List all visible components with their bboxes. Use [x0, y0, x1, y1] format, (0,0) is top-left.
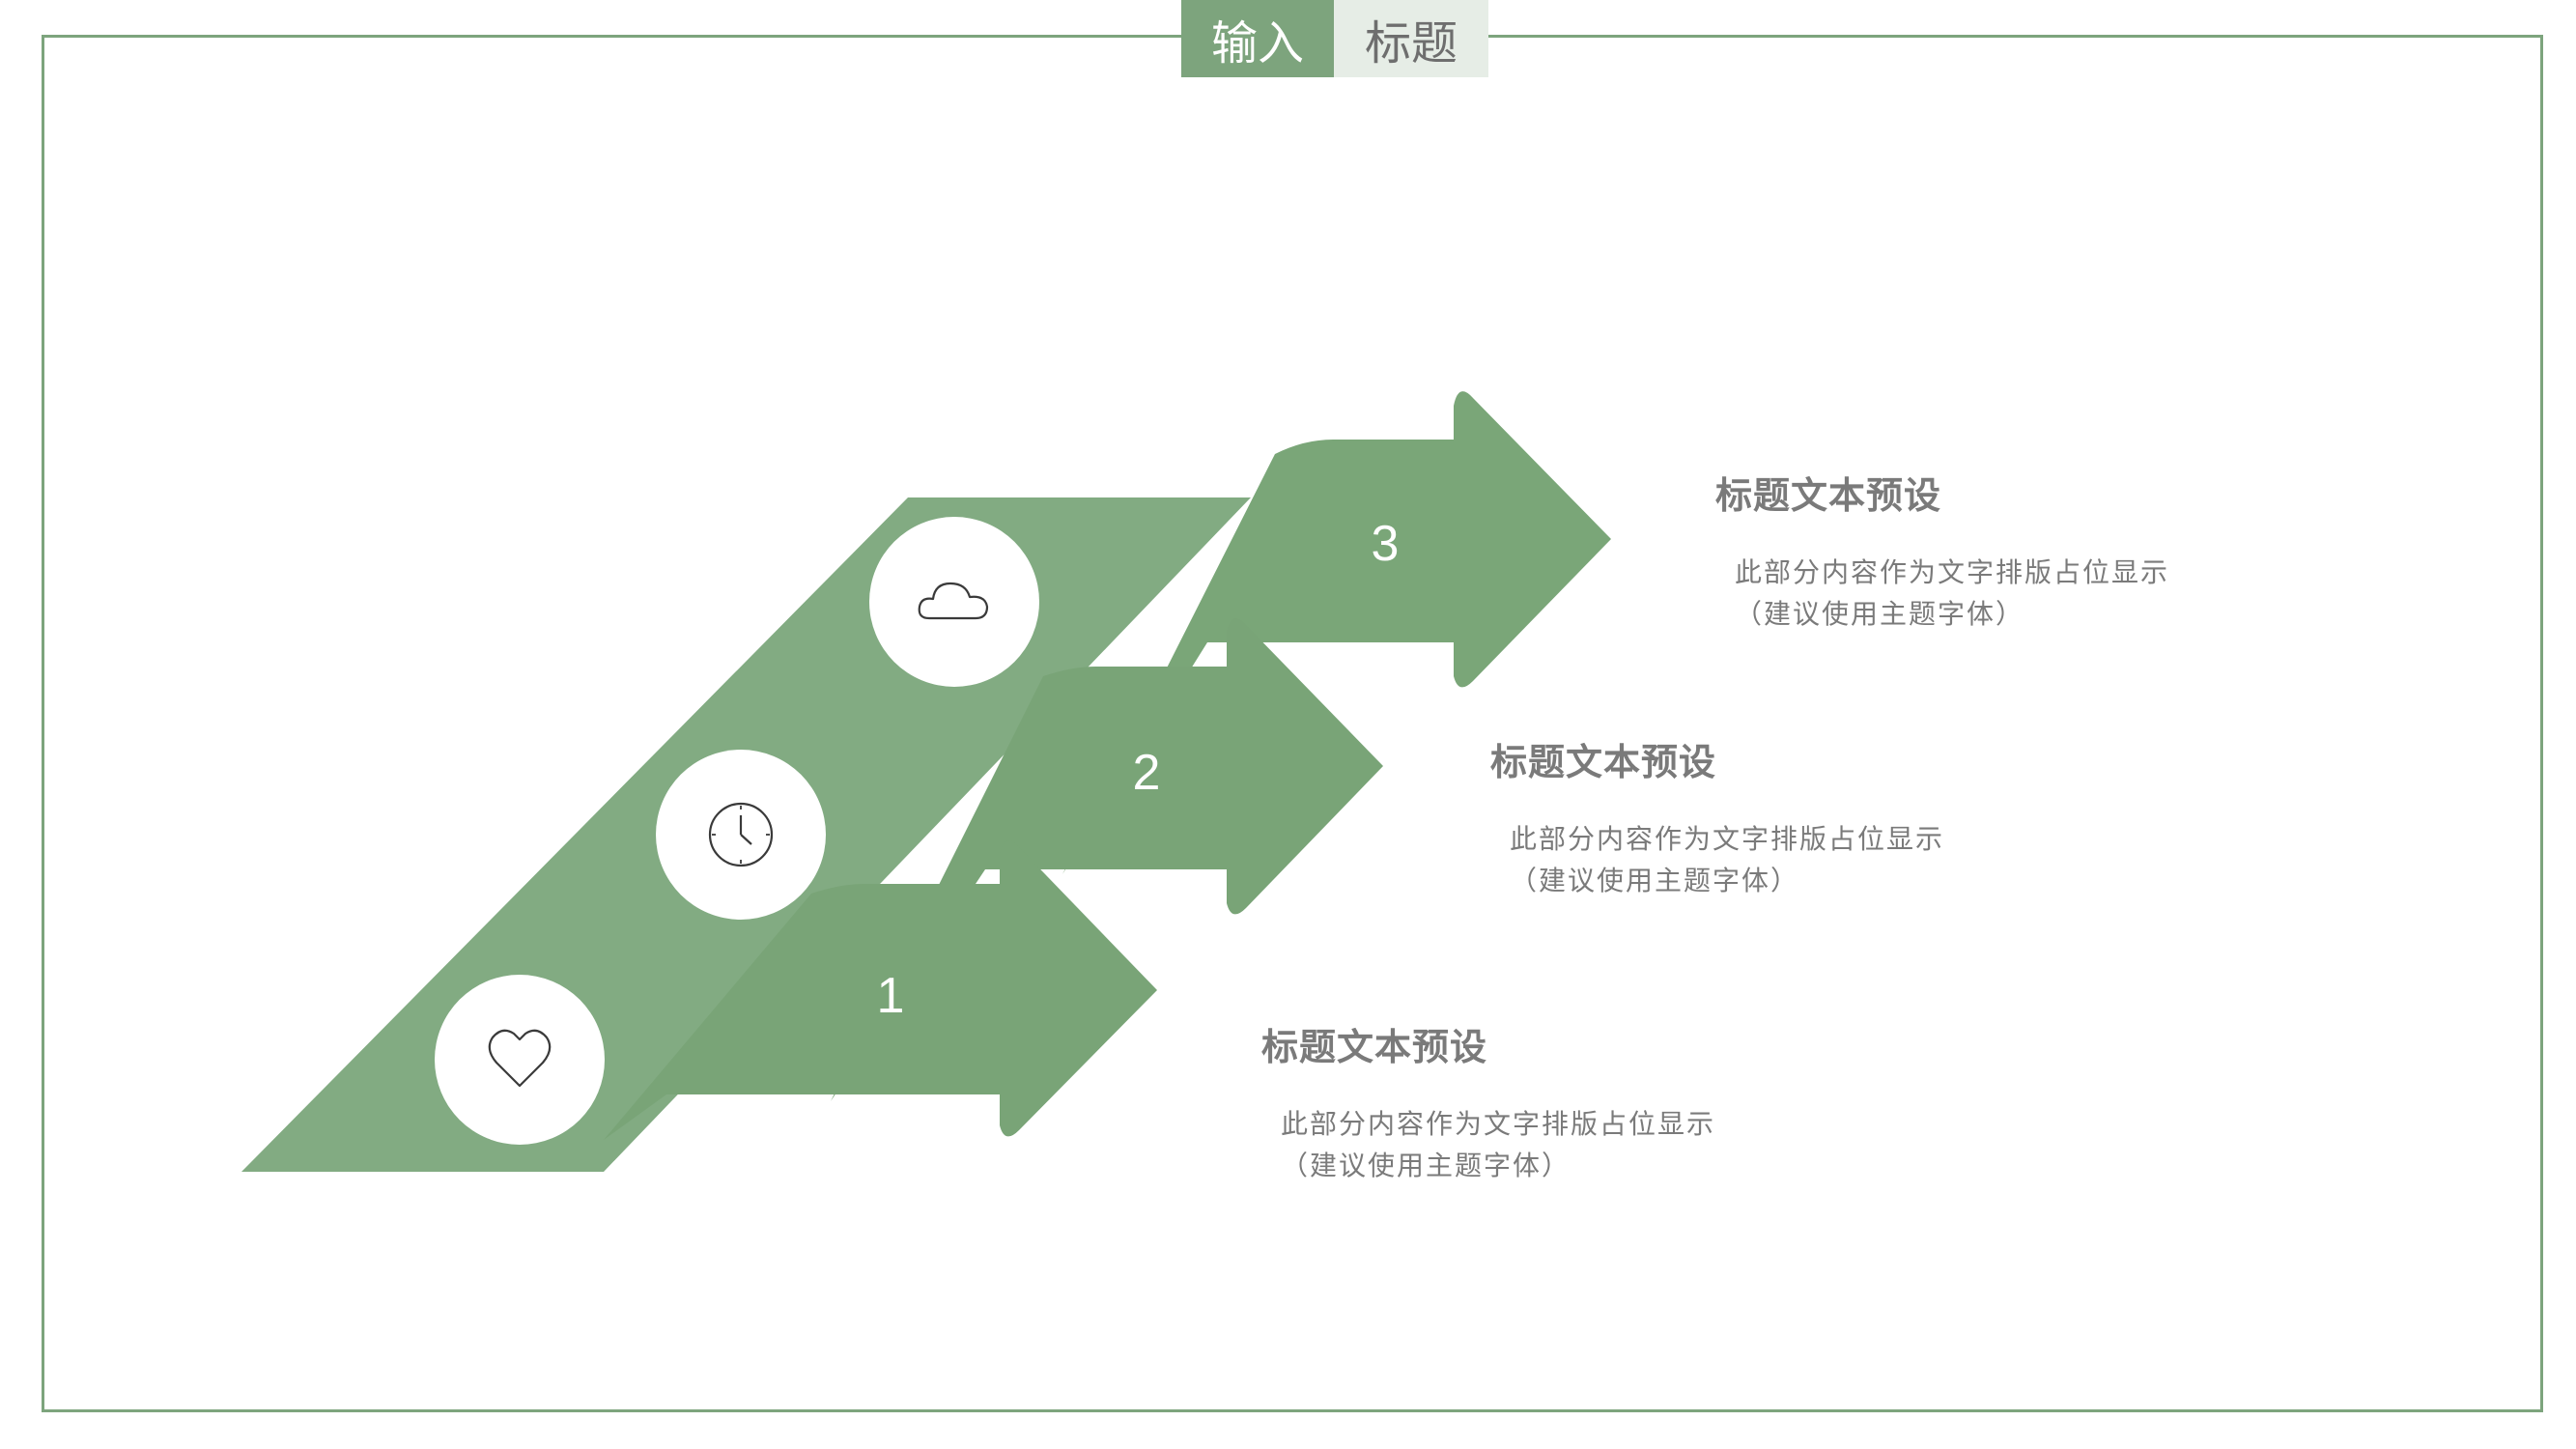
- step-2-text: 标题文本预设 此部分内容作为文字排版占位显示 （建议使用主题字体）: [1490, 732, 1944, 901]
- step-number-3: 3: [1372, 516, 1400, 572]
- step-2-body-line2: （建议使用主题字体）: [1510, 865, 1800, 896]
- icon-circle-cloud: [869, 517, 1039, 687]
- step-1-heading: 标题文本预设: [1261, 1026, 1488, 1068]
- step-1-text: 标题文本预设 此部分内容作为文字排版占位显示 （建议使用主题字体）: [1261, 1017, 1715, 1186]
- step-3-body-line1: 此部分内容作为文字排版占位显示: [1735, 556, 2170, 588]
- cloud-icon: [918, 582, 989, 620]
- step-3-heading: 标题文本预设: [1715, 474, 1942, 517]
- step-number-2: 2: [1133, 745, 1161, 801]
- step-1-body-line1: 此部分内容作为文字排版占位显示: [1281, 1108, 1716, 1140]
- arrow-3: [1062, 391, 1611, 874]
- step-3-text: 标题文本预设 此部分内容作为文字排版占位显示 （建议使用主题字体）: [1715, 466, 2169, 635]
- slide-title-part1: 输入: [1181, 0, 1334, 77]
- step-2-body-line1: 此部分内容作为文字排版占位显示: [1510, 823, 1945, 855]
- icon-circle-heart: [435, 975, 605, 1145]
- clock-icon: [708, 802, 774, 867]
- heart-icon: [488, 1029, 552, 1088]
- step-number-1: 1: [877, 968, 905, 1024]
- step-2-heading: 标题文本预设: [1490, 741, 1717, 783]
- slide-title-part2: 标题: [1334, 0, 1488, 77]
- icon-circle-clock: [656, 750, 826, 920]
- arrow-2: [831, 618, 1383, 1101]
- arrow-1: [604, 840, 1157, 1140]
- step-1-body-line2: （建议使用主题字体）: [1281, 1150, 1571, 1181]
- step-3-body-line2: （建议使用主题字体）: [1735, 598, 2025, 630]
